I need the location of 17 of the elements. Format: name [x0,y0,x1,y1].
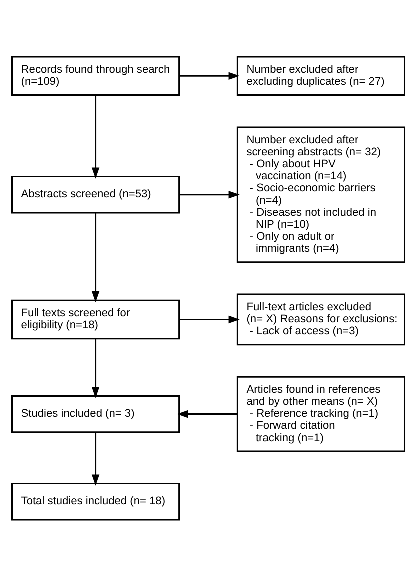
arrow [92,213,100,303]
node-box: Records found through search (n=109) [12,56,180,96]
node-box: Number excluded after screening abstracts (n= 32) - Only about HPV vaccination (n=14) - Socio-economic barriers (n=4) - Diseases not included in NIP (n=10) - Only on adult or immigrants (n=4) [236,126,406,264]
arrow [92,95,100,179]
arrow [177,410,238,418]
node-box: Full-text articles excluded (n= X) Reasons for exclusions: - Lack of access (n=3) [236,294,406,346]
arrow [92,339,100,398]
arrow [179,191,240,199]
node-box: Number excluded after excluding duplicates (n= 27) [236,56,406,96]
node-box: Total studies included (n= 18) [12,483,180,521]
arrow [179,72,240,80]
arrow [179,316,240,324]
node-box: Full texts screened for eligibility (n=18) [12,300,180,340]
arrow [92,432,100,486]
node-box: Studies included (n= 3) [12,395,180,434]
node-box: Articles found in references and by other means (n= X) - Reference tracking (n=1) - Forward citation tracking (n=1) [236,376,406,452]
node-box: Abstracts screened (n=53) [12,176,180,214]
